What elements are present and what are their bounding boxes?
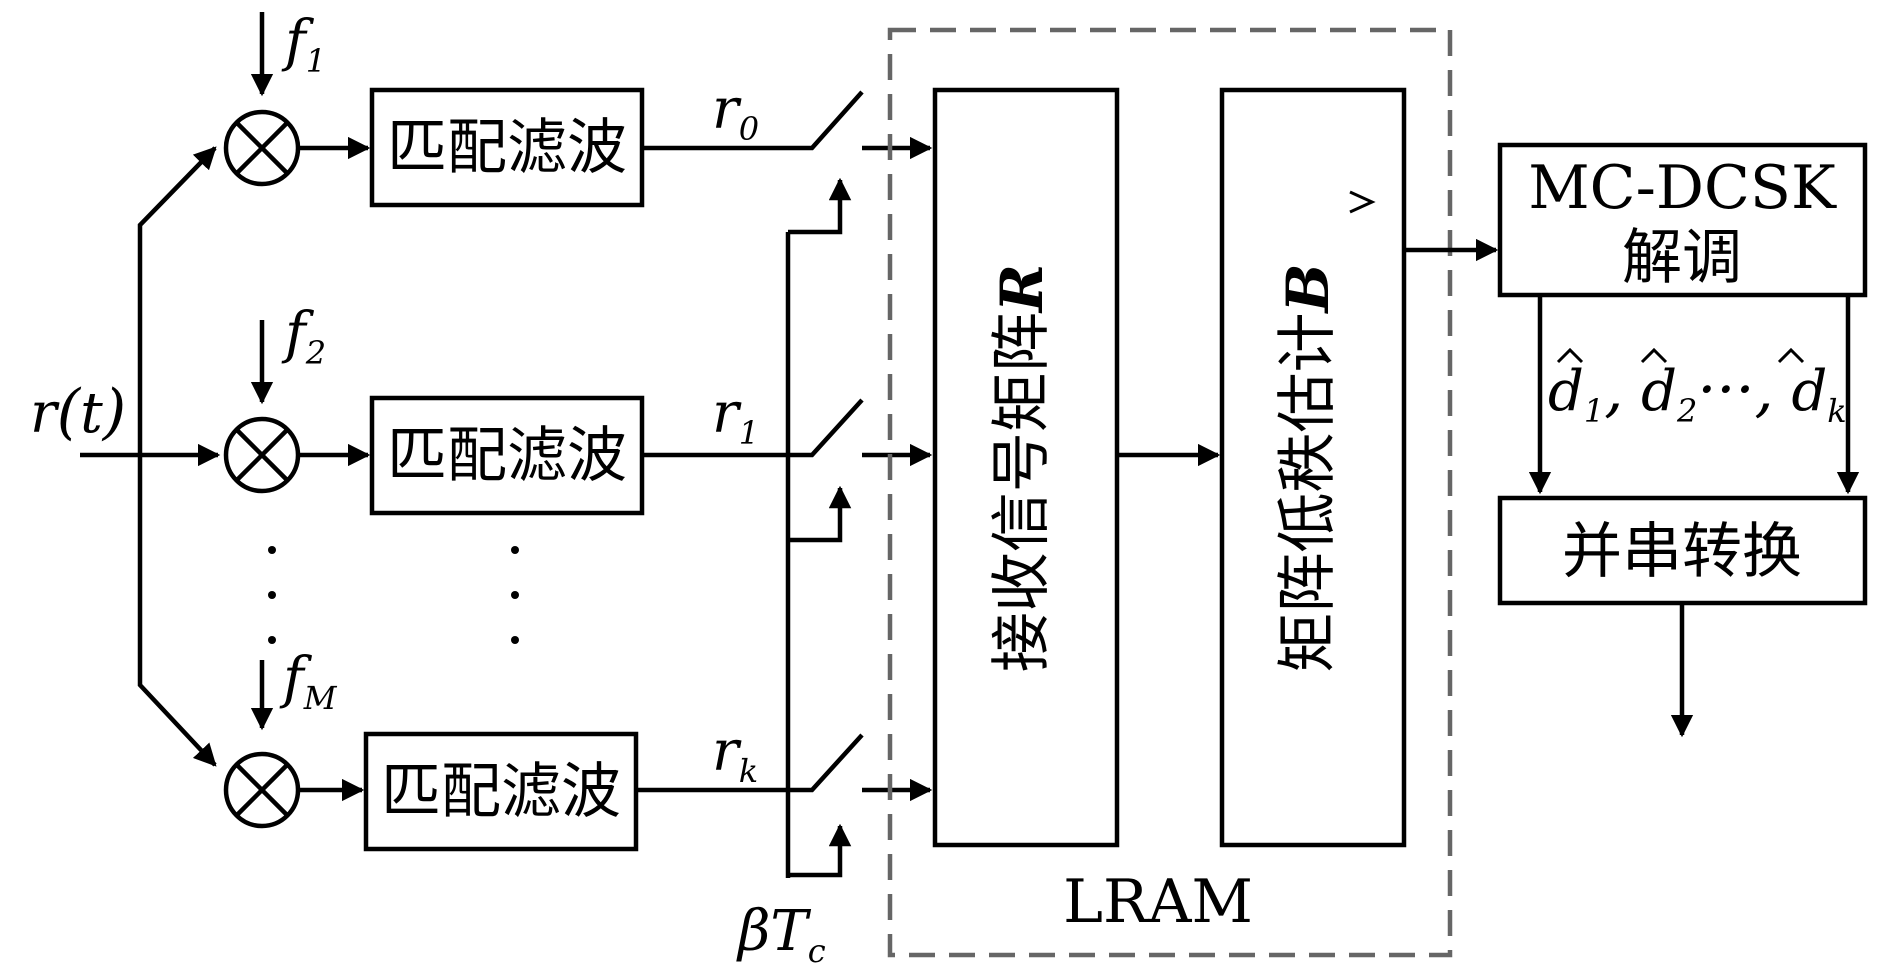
svg-text:d1, d2···, dk: d1, d2···, dk <box>1548 355 1847 430</box>
freq-label-m: fM <box>279 646 338 717</box>
parallel-to-serial-label: 并串转换 <box>1562 517 1802 587</box>
split-wire-top <box>137 146 217 455</box>
matched-filter-1 <box>369 87 645 208</box>
hat-icon <box>1349 190 1376 214</box>
mc-dcsk-demod-block <box>1497 142 1868 298</box>
matched-filter-1-label: 匹配滤波 <box>387 113 627 183</box>
ellipsis-dots <box>268 546 519 644</box>
branch-out-label-2: r1 <box>712 381 759 452</box>
lram-label: LRAM <box>1063 867 1253 937</box>
branch-2: f2 匹配滤波 r1 <box>223 301 933 543</box>
decision-symbols: d1, d2···, dk <box>1548 347 1847 430</box>
sampling-arrow-1 <box>788 177 852 235</box>
hat-icon <box>1777 347 1805 364</box>
matched-filter-m-label: 匹配滤波 <box>381 757 621 827</box>
split-wire-bottom <box>137 455 217 767</box>
branch-m: fM 匹配滤波 rk <box>223 646 933 878</box>
hat-icon <box>1556 347 1584 364</box>
low-rank-estimate-block <box>1219 87 1407 848</box>
hat-icon <box>1640 347 1668 364</box>
freq-label-2: f2 <box>281 301 326 372</box>
matched-filter-2 <box>369 395 645 516</box>
low-rank-estimate-label: 矩阵低秩估计B <box>1273 263 1343 672</box>
branch-out-label-m: rk <box>712 719 758 790</box>
matched-filter-2-label: 匹配滤波 <box>387 421 627 491</box>
parallel-to-serial-block <box>1497 495 1868 606</box>
sampling-interval-label: βTc <box>736 899 826 970</box>
demod-label-line1: MC-DCSK <box>1528 153 1837 223</box>
receive-signal-matrix-label: 接收信号矩阵R <box>987 264 1057 672</box>
receive-signal-matrix-block <box>932 87 1120 848</box>
freq-label-1: f1 <box>281 9 326 80</box>
demod-label-line2: 解调 <box>1622 223 1742 293</box>
branch-out-label-1: r0 <box>712 77 759 148</box>
matched-filter-m <box>363 731 639 852</box>
input-signal-label: r(t) <box>30 377 126 447</box>
branch-1: f1 匹配滤波 r0 <box>223 9 933 235</box>
sampling-arrow-2 <box>788 485 852 543</box>
sampling-arrow-m <box>788 823 852 878</box>
lram-region <box>887 27 1453 958</box>
